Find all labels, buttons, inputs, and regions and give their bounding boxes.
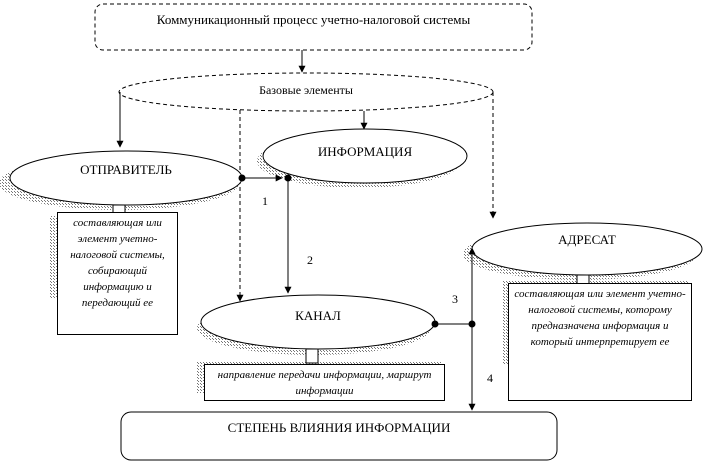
step-4-label: 4	[487, 371, 493, 385]
diagram-title: Коммуникационный процесс учетно-налогово…	[156, 12, 471, 27]
channel-note-connector	[305, 348, 319, 364]
information-ellipse	[262, 128, 468, 184]
step-1-label: 1	[262, 194, 268, 208]
sender-dot	[238, 174, 246, 182]
addressee-note: составляющая или элемент учетно-налогово…	[508, 283, 692, 401]
title-box	[94, 3, 533, 51]
addressee-label: АДРЕСАТ	[558, 232, 616, 247]
channel-label: КАНАЛ	[295, 308, 341, 323]
influence-box	[120, 411, 558, 461]
information-label: ИНФОРМАЦИЯ	[317, 144, 413, 159]
step-3-label: 3	[452, 292, 458, 306]
sender-note: составляющая или элемент учетно-налогово…	[57, 212, 178, 335]
sender-ellipse	[9, 150, 243, 206]
channel-dot	[431, 320, 439, 328]
addressee-ellipse	[471, 222, 703, 276]
channel-note: направление передачи информации, маршрут…	[204, 364, 445, 401]
base-elements-label: Базовые элементы	[259, 83, 353, 97]
sender-label: ОТПРАВИТЕЛЬ	[80, 162, 172, 177]
influence-label: СТЕПЕНЬ ВЛИЯНИЯ ИНФОРМАЦИИ	[227, 420, 451, 435]
step-2-label: 2	[307, 253, 313, 267]
